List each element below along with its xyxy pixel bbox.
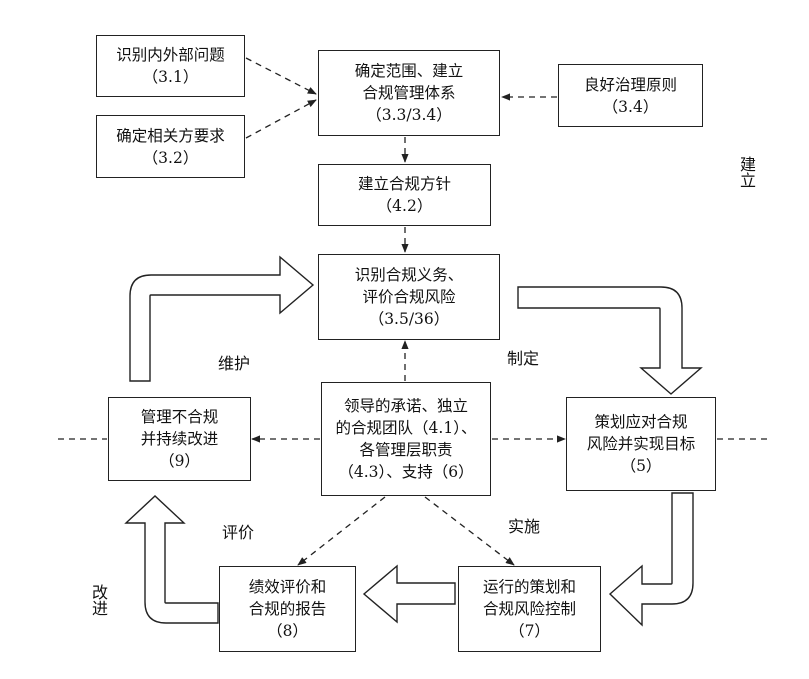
box-performance-evaluation: 绩效评价和合规的报告（8） [219, 566, 356, 652]
box-planning-objectives: 策划应对合规风险并实现目标（5） [566, 397, 716, 491]
box-scope-system: 确定范围、建立合规管理体系（3.3/3.4） [318, 50, 500, 136]
arrow-4-to-8 [297, 496, 386, 566]
label-evaluate: 评价 [222, 523, 255, 542]
box-stakeholder-requirements: 确定相关方要求（3.2） [96, 115, 245, 178]
label-improve: 改进 [89, 584, 108, 616]
label-implement: 实施 [508, 517, 541, 536]
box-leadership: 领导的承诺、独立的合规团队（4.1）、各管理层职责（4.3）、支持（6） [321, 382, 491, 496]
arrow-32-to-33 [245, 99, 317, 139]
box-compliance-policy: 建立合规方针（4.2） [318, 164, 491, 226]
box-governance-principles: 良好治理原则（3.4） [558, 64, 703, 127]
cycle-arrow-improve [124, 495, 219, 624]
label-formulate: 制定 [507, 349, 540, 368]
cycle-arrow-maintain [129, 255, 315, 382]
arrow-31-to-33 [245, 57, 317, 95]
box-nonconformity-improvement: 管理不合规并持续改进（9） [108, 397, 251, 481]
box-operation-control: 运行的策划和合规风险控制（7） [458, 566, 601, 652]
box-obligations-risks: 识别合规义务、评价合规风险（3.5/36） [318, 254, 500, 340]
box-identify-issues: 识别内外部问题（3.1） [96, 35, 245, 97]
arrow-4-to-7 [424, 496, 515, 566]
cycle-arrow-formulate [517, 286, 703, 395]
label-maintain: 维护 [218, 354, 251, 373]
label-establish: 建立 [737, 156, 756, 188]
cycle-arrow-implement [608, 492, 694, 627]
cycle-arrow-evaluate [362, 564, 456, 624]
